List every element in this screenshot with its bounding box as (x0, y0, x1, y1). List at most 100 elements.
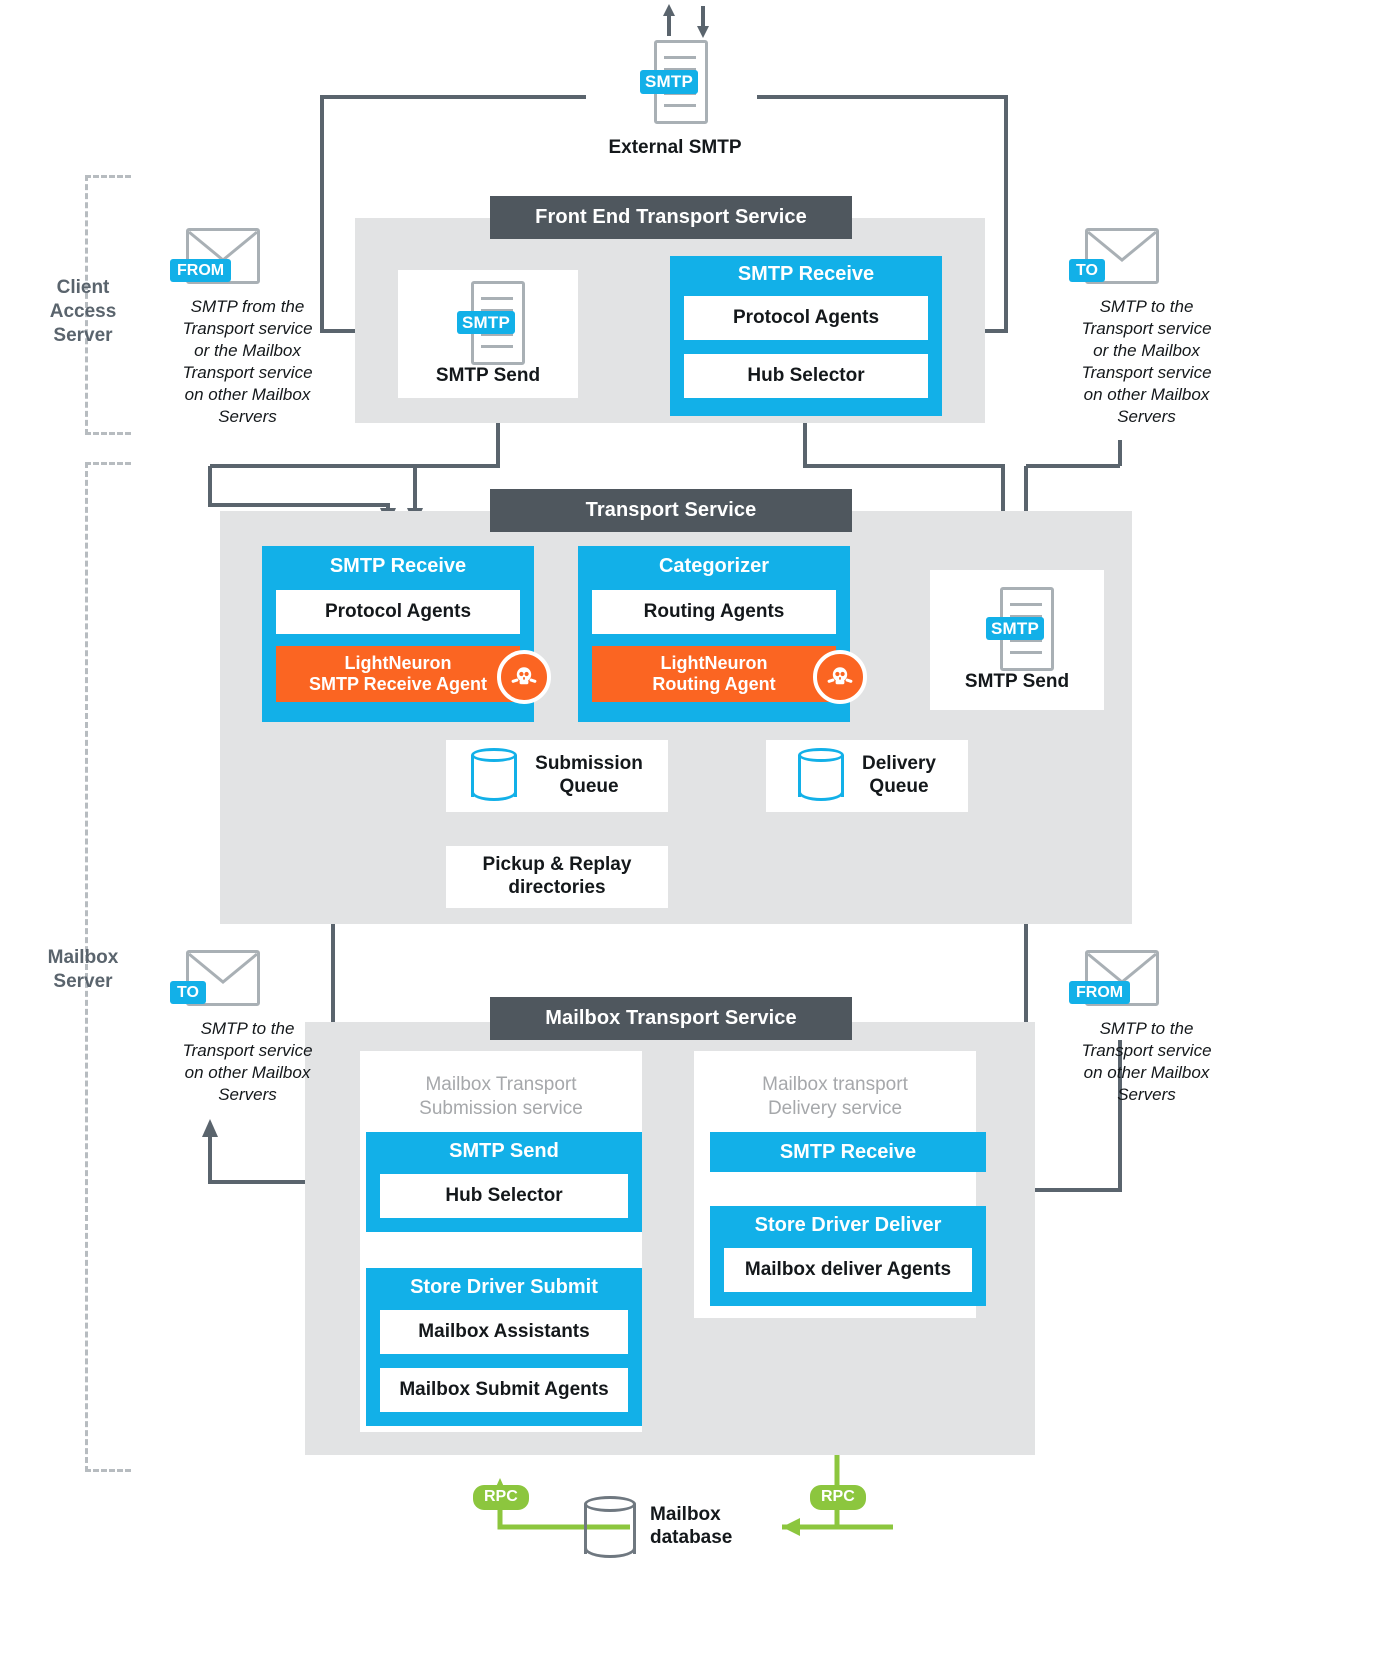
rpc-badge-right: RPC (810, 1485, 866, 1510)
caption-line: Transport service (182, 363, 313, 383)
envelope-icon: TO (170, 950, 260, 1006)
sub-label-line: Delivery service (767, 1097, 903, 1119)
caption-line: SMTP from the (190, 297, 305, 316)
agent-line-1: LightNeuron (344, 653, 452, 674)
caption-line: Transport service (1081, 319, 1212, 339)
submission-queue-box[interactable]: Submission Queue (446, 740, 668, 812)
transport-categorizer-box[interactable]: Categorizer Routing Agents LightNeuron R… (578, 546, 867, 722)
mailbox-submit-agents[interactable]: Mailbox Submit Agents (380, 1368, 628, 1412)
front-end-smtp-send-box[interactable]: SMTP SMTP Send (398, 270, 578, 398)
region-line: Server (53, 970, 113, 992)
agent-line-1: LightNeuron (660, 653, 768, 674)
queue-line: Submission (535, 753, 643, 775)
caption-line: or the Mailbox (194, 341, 301, 361)
agent-line-2: Routing Agent (652, 674, 776, 694)
queue-line: Queue (559, 776, 619, 797)
pickup-replay-label: Pickup & Replay directories (483, 854, 632, 900)
region-label-client-access: Client Access Server (18, 276, 148, 347)
region-line: Mailbox (47, 947, 119, 968)
smtp-document-icon: SMTP (640, 40, 708, 124)
mailbox-database-label: Mailbox database (650, 1504, 830, 1550)
caption-line: on other Mailbox (184, 1063, 311, 1083)
caption-top-right-text: SMTP to the Transport service or the Mai… (1044, 296, 1249, 429)
db-line: Mailbox (650, 1504, 721, 1525)
skull-icon (813, 650, 867, 704)
client-access-bracket-bottom (85, 432, 131, 435)
caption-line: Transport service (1081, 363, 1212, 383)
mailbox-transport-delivery-label: Mailbox transport Delivery service (694, 1073, 976, 1121)
mailbox-server-bracket-bottom (85, 1469, 131, 1472)
transport-service-title: Transport Service (490, 489, 852, 532)
region-line: Client (56, 277, 110, 298)
skull-icon (497, 650, 551, 704)
smtp-tag: SMTP (986, 616, 1045, 641)
front-end-smtp-receive-box[interactable]: SMTP Receive Protocol Agents Hub Selecto… (670, 256, 942, 416)
transport-routing-agents[interactable]: Routing Agents (592, 590, 836, 634)
mailbox-deliver-agents[interactable]: Mailbox deliver Agents (724, 1248, 972, 1292)
caption-line: SMTP to the (1099, 297, 1194, 316)
database-cylinder-icon (584, 1496, 636, 1562)
store-driver-submit-header: Store Driver Submit (410, 1275, 598, 1298)
caption-line: Transport service (182, 1041, 313, 1061)
caption-line: Servers (1117, 407, 1176, 427)
mailbox-assistants[interactable]: Mailbox Assistants (380, 1310, 628, 1354)
pickup-line: directories (508, 877, 606, 898)
smtp-document-icon: SMTP (986, 586, 1054, 671)
caption-line: SMTP to the (1099, 1019, 1194, 1038)
mailbox-transport-title: Mailbox Transport Service (490, 997, 852, 1040)
mailbox-submission-hub-selector[interactable]: Hub Selector (380, 1174, 628, 1218)
front-end-protocol-agents[interactable]: Protocol Agents (684, 296, 928, 340)
external-smtp-icon: SMTP (640, 40, 708, 124)
transport-smtp-receive-header: SMTP Receive (329, 554, 467, 577)
caption-line: Servers (218, 407, 277, 427)
caption-line: SMTP to the (200, 1019, 295, 1038)
caption-line: on other Mailbox (1083, 385, 1210, 405)
client-access-bracket-top (85, 175, 131, 178)
agent-line-2: SMTP Receive Agent (308, 674, 488, 694)
caption-bottom-right-envelope: FROM (1069, 950, 1159, 1006)
database-cylinder-icon (471, 748, 518, 804)
external-smtp-label: External SMTP (608, 137, 742, 158)
mailbox-database-icon-wrap (584, 1496, 636, 1562)
transport-smtp-receive-box[interactable]: SMTP Receive Protocol Agents LightNeuron… (262, 546, 551, 722)
mailbox-submission-smtp-send-header: SMTP Send (449, 1139, 559, 1162)
mailbox-delivery-smtp-receive-box[interactable]: SMTP Receive (710, 1132, 986, 1172)
region-line: Access (49, 300, 117, 322)
caption-top-left-envelope: FROM (170, 228, 260, 284)
transport-protocol-agents[interactable]: Protocol Agents (276, 590, 520, 634)
caption-line: or the Mailbox (1093, 341, 1200, 361)
caption-top-left-text: SMTP from the Transport service or the M… (145, 296, 350, 429)
delivery-queue-box[interactable]: Delivery Queue (766, 740, 968, 812)
caption-line: Servers (1117, 1085, 1176, 1105)
store-driver-submit-box[interactable]: Store Driver Submit Mailbox Assistants M… (366, 1268, 642, 1426)
database-cylinder-icon (798, 748, 845, 804)
smtp-document-icon: SMTP (457, 280, 525, 365)
caption-top-right-envelope: TO (1069, 228, 1159, 284)
delivery-queue-label: Delivery Queue (862, 753, 936, 799)
sub-label-line: Mailbox transport (762, 1074, 908, 1095)
mailbox-transport-delivery-panel: Mailbox transport Delivery service SMTP … (694, 1051, 986, 1318)
front-end-hub-selector[interactable]: Hub Selector (684, 354, 928, 398)
front-end-smtp-receive-header: SMTP Receive (737, 262, 875, 285)
queue-line: Queue (869, 776, 929, 797)
envelope-tag-from: FROM (170, 259, 232, 283)
db-line: database (650, 1526, 733, 1548)
lightneuron-routing-agent[interactable]: LightNeuron Routing Agent (592, 646, 836, 702)
mailbox-server-bracket-line (85, 462, 88, 1472)
lightneuron-smtp-receive-agent[interactable]: LightNeuron SMTP Receive Agent (276, 646, 520, 702)
client-access-bracket-line (85, 175, 88, 435)
queue-line: Delivery (862, 753, 936, 775)
store-driver-deliver-box[interactable]: Store Driver Deliver Mailbox deliver Age… (710, 1206, 986, 1306)
region-line: Server (53, 324, 113, 346)
transport-categorizer-header: Categorizer (658, 554, 770, 577)
transport-smtp-send-box[interactable]: SMTP SMTP Send (930, 570, 1104, 710)
mailbox-submission-smtp-send-box[interactable]: SMTP Send Hub Selector (366, 1132, 642, 1232)
envelope-tag-to: TO (170, 981, 206, 1005)
envelope-tag-to: TO (1069, 259, 1105, 283)
pickup-replay-box[interactable]: Pickup & Replay directories (446, 846, 668, 908)
sub-label-line: Submission service (419, 1097, 583, 1119)
caption-line: Transport service (182, 319, 313, 339)
smtp-tag: SMTP (640, 70, 699, 94)
caption-line: Transport service (1081, 1041, 1212, 1061)
